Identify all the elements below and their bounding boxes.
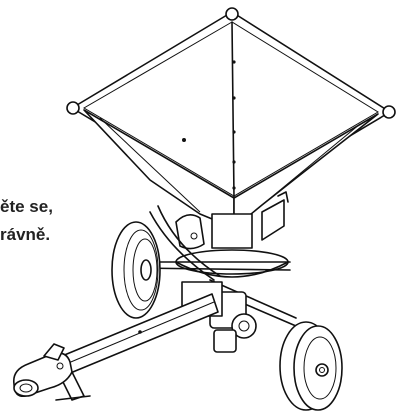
left-wheel [111,221,161,319]
hopper-rim [66,7,396,212]
right-wheel [279,321,343,411]
hitch-coupler [12,343,73,398]
cropped-text-line-2: rávně. [0,225,51,244]
cropped-text-line-1: ěte se, [0,197,53,216]
spreader-neck [175,191,289,278]
